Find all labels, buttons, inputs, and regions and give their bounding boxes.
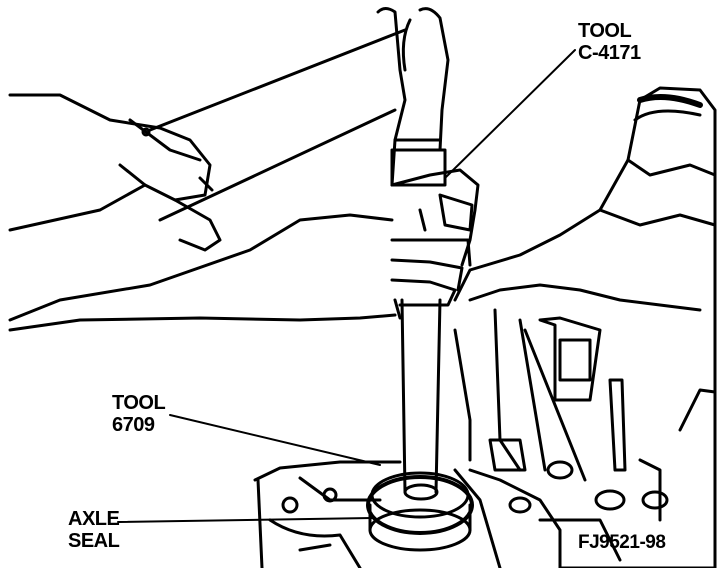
callout-axle-seal-line2: SEAL xyxy=(68,530,120,552)
callout-tool-6709-line2: 6709 xyxy=(112,414,155,436)
callout-axle-seal: AXLE SEAL xyxy=(68,508,120,552)
tool-6709-installer xyxy=(400,298,442,501)
figure-id: FJ9521-98 xyxy=(578,532,666,553)
lower-hand xyxy=(8,168,480,332)
leader-tool-6709 xyxy=(169,414,381,466)
callout-tool-c4171-line1: TOOL xyxy=(578,20,632,42)
callout-axle-seal-line1: AXLE xyxy=(68,508,120,530)
callout-tool-6709: TOOL 6709 xyxy=(112,392,166,436)
leader-axle-seal xyxy=(117,517,373,523)
mallet xyxy=(148,28,407,222)
callout-tool-c4171-line2: C-4171 xyxy=(578,42,641,64)
axle-seal xyxy=(366,471,474,552)
leader-lines xyxy=(117,49,576,523)
upper-hand xyxy=(8,93,222,252)
transmission-case xyxy=(453,86,717,568)
extension-housing-flange xyxy=(253,460,502,568)
leader-tool-c4171 xyxy=(444,49,576,179)
callout-tool-6709-line1: TOOL xyxy=(112,392,166,414)
callout-tool-c4171: TOOL C-4171 xyxy=(578,20,641,64)
tool-c4171-handle xyxy=(376,7,450,187)
